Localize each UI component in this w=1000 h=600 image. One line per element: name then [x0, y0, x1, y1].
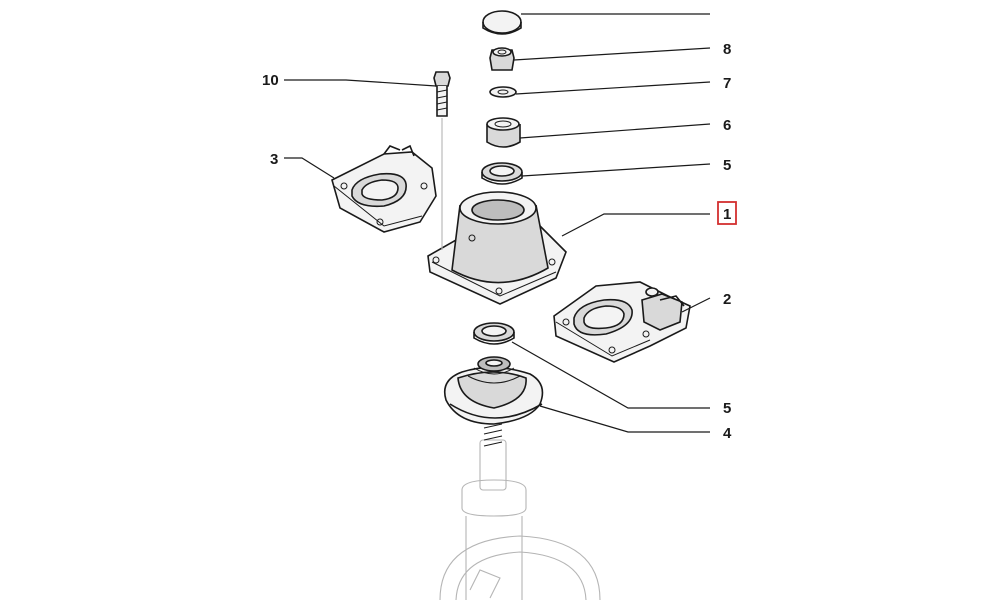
leader-8: [513, 47, 711, 61]
label-4: 4: [723, 425, 732, 442]
label-10: 10: [262, 72, 279, 89]
label-6: 6: [723, 117, 731, 134]
label-2: 2: [723, 291, 731, 308]
part-2-right-plate: [553, 281, 691, 363]
label-8: 8: [723, 41, 731, 58]
part-1-top-mount: [427, 191, 567, 305]
leader-10: [284, 79, 437, 87]
label-3: 3: [270, 151, 278, 168]
label-5-upper: 5: [723, 157, 731, 174]
leader-5-lower: [511, 341, 710, 409]
leader-7: [515, 81, 711, 95]
label-1: 1: [723, 206, 731, 223]
part-6-sleeve: [486, 117, 521, 148]
part-5-upper-ring: [481, 162, 523, 185]
part-10-bolt: [433, 71, 451, 250]
leader-3: [284, 157, 335, 179]
part-7-washer: [489, 86, 517, 98]
part-8-nut: [489, 47, 515, 71]
leader-5-upper: [521, 163, 711, 177]
label-5-lower: 5: [723, 400, 731, 417]
part-4-bump-stop: [443, 356, 544, 425]
spring-coil: [483, 423, 503, 447]
part-5-lower-ring: [473, 322, 515, 345]
leader-1: [561, 213, 710, 237]
leader-2: [681, 297, 711, 313]
leader-lines: [284, 13, 711, 433]
label-7: 7: [723, 75, 731, 92]
part-3-left-plate: [331, 144, 437, 233]
leader-4: [539, 405, 710, 433]
part-cap: [482, 10, 522, 35]
shock-absorber-ghost: [439, 250, 601, 600]
highlight-box-label-1: [717, 201, 737, 225]
part-labels: 8 7 6 5 1 2 5 4 10 3: [262, 41, 737, 442]
leader-6: [519, 123, 711, 139]
